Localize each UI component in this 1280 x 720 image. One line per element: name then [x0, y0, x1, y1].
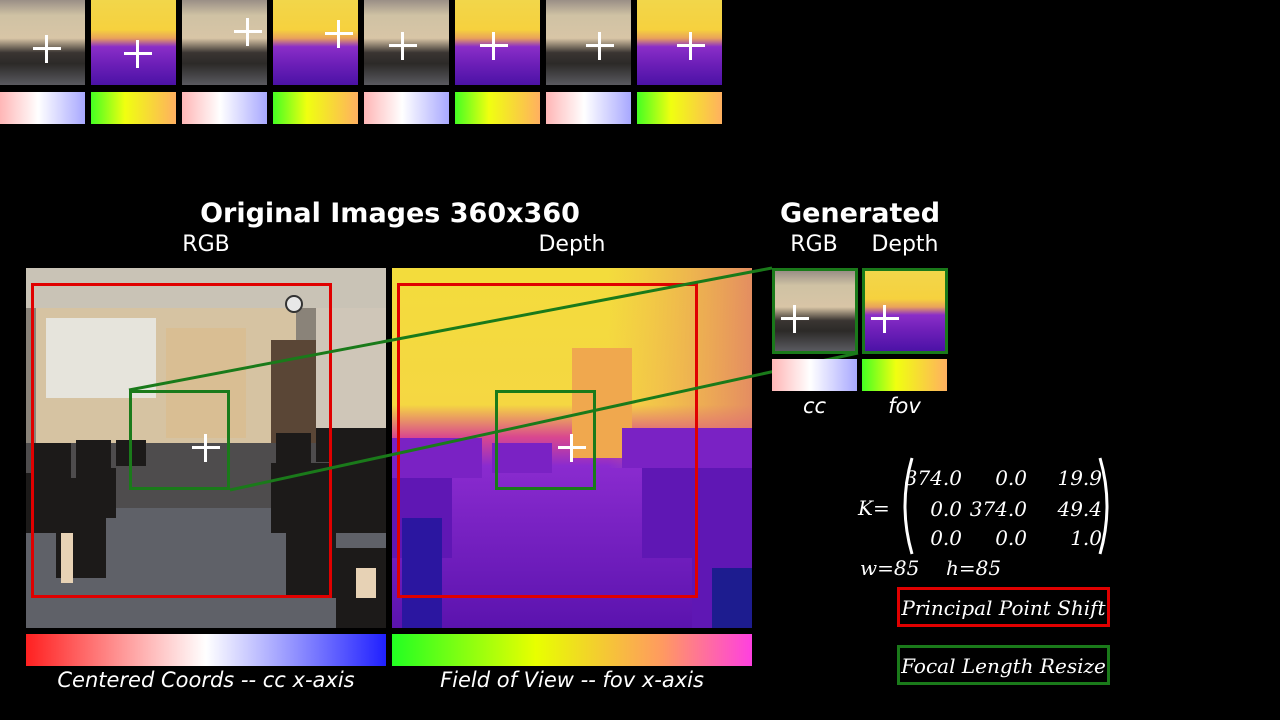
top-cc-bar-4: [546, 92, 631, 124]
focal-length-resize-legend: Focal Length Resize: [897, 645, 1110, 685]
k-label: K=: [858, 496, 890, 520]
matrix-left-paren: [903, 457, 914, 555]
top-cc-bar-1: [0, 92, 85, 124]
k-12: 49.4: [1057, 497, 1102, 521]
top-depth-thumb-4: [637, 0, 722, 85]
original-images-title: Original Images 360x360: [200, 198, 580, 229]
generated-fov-bar: [862, 359, 947, 391]
generated-fov-label: fov: [888, 394, 921, 418]
k-11: 374.0: [969, 497, 1027, 521]
k-22: 1.0: [1070, 526, 1102, 550]
fov-caption: Field of View -- fov x-axis: [440, 668, 704, 692]
generated-cc-bar: [772, 359, 857, 391]
matrix-right-paren: [1098, 457, 1109, 555]
top-cc-bar-2: [182, 92, 267, 124]
depth-focal-length-resize-box: [495, 390, 596, 490]
k-10: 0.0: [930, 497, 962, 521]
k-20: 0.0: [930, 526, 962, 550]
k-00: 374.0: [904, 466, 962, 490]
top-fov-bar-2: [273, 92, 358, 124]
top-depth-thumb-1: [91, 0, 176, 85]
top-fov-bar-1: [91, 92, 176, 124]
k-01: 0.0: [995, 466, 1027, 490]
k-02: 19.9: [1057, 466, 1102, 490]
image-width-label: w=85: [860, 556, 920, 580]
fov-colorbar: [392, 634, 752, 666]
depth-principal-point-crosshair: [558, 434, 586, 462]
focal-length-resize-box: [129, 390, 230, 490]
intrinsics-matrix: K= 374.0 0.0 19.9 0.0 374.0 49.4 0.0 0.0…: [858, 456, 1128, 556]
principal-point-shift-box: [31, 283, 332, 598]
generated-depth-label: Depth: [871, 232, 939, 257]
image-height-label: h=85: [946, 556, 1002, 580]
top-depth-thumb-3: [455, 0, 540, 85]
top-rgb-thumb-4: [546, 0, 631, 85]
top-depth-thumb-2: [273, 0, 358, 85]
original-rgb-image: [26, 268, 386, 628]
depth-principal-point-shift-box: [397, 283, 698, 598]
principal-point-crosshair: [192, 434, 220, 462]
generated-depth-thumb: [862, 268, 948, 354]
original-depth-label: Depth: [538, 232, 606, 257]
top-cc-bar-3: [364, 92, 449, 124]
top-rgb-thumb-1: [0, 0, 85, 85]
generated-cc-label: cc: [802, 394, 827, 418]
original-rgb-label: RGB: [182, 232, 230, 257]
generated-rgb-label: RGB: [790, 232, 838, 257]
top-fov-bar-4: [637, 92, 722, 124]
top-rgb-thumb-3: [364, 0, 449, 85]
cc-caption: Centered Coords -- cc x-axis: [57, 668, 355, 692]
k-21: 0.0: [995, 526, 1027, 550]
top-fov-bar-3: [455, 92, 540, 124]
cc-colorbar: [26, 634, 386, 666]
generated-rgb-thumb: [772, 268, 858, 354]
top-rgb-thumb-2: [182, 0, 267, 85]
principal-point-shift-legend: Principal Point Shift: [897, 587, 1110, 627]
generated-title: Generated: [779, 198, 941, 229]
